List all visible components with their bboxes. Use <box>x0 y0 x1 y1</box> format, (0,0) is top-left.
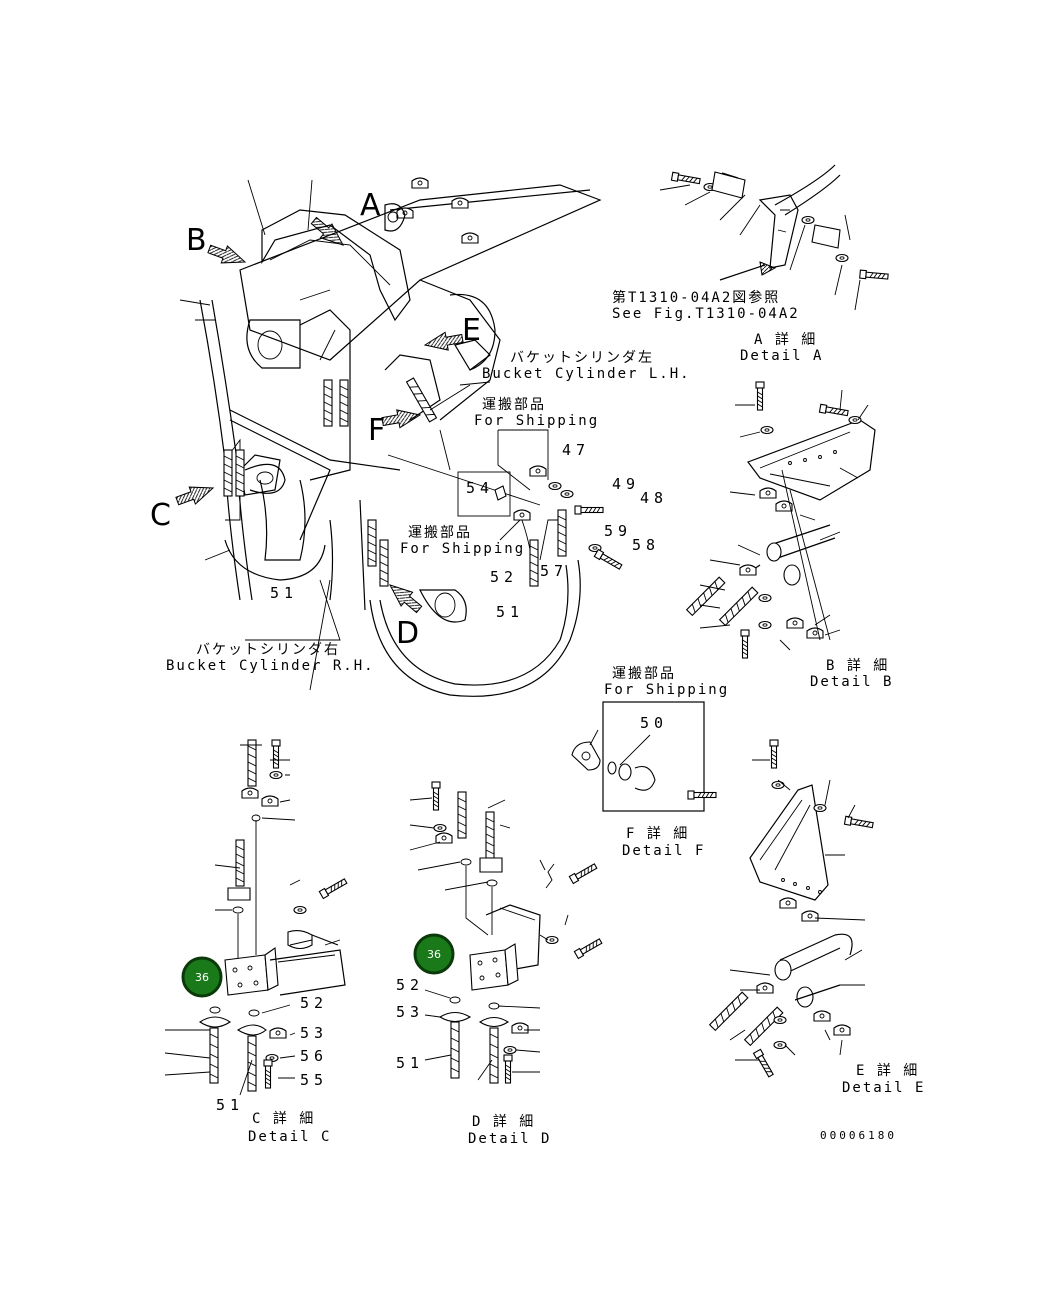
view-arrow-a <box>307 213 350 253</box>
view-arrow-c <box>173 479 217 510</box>
part-54: 54 <box>466 479 494 497</box>
detail-b-title-jp: B 詳 細 <box>826 658 889 674</box>
part-49: 49 <box>612 475 640 493</box>
part-52-main: 52 <box>490 568 518 586</box>
part-51-main-l: 51 <box>270 584 298 602</box>
detail-f-box <box>602 701 705 812</box>
view-label-f: F <box>368 413 385 448</box>
item-marker-36-c[interactable]: 36 <box>181 956 223 998</box>
part-59: 59 <box>604 522 632 540</box>
part-58: 58 <box>632 536 660 554</box>
detail-f-drawing <box>571 729 717 800</box>
shipping-label-en-1: For Shipping <box>474 413 599 429</box>
detail-e-title-jp: E 詳 細 <box>856 1063 919 1079</box>
view-label-c: C <box>150 498 171 533</box>
main-assembly <box>179 177 624 697</box>
part-55: 55 <box>300 1071 328 1089</box>
shipping-label-en-2: For Shipping <box>400 541 525 557</box>
view-label-d: D <box>396 616 419 651</box>
see-fig-jp: 第T1310-04A2図参照 <box>612 289 780 306</box>
part-52-c: 52 <box>300 994 328 1012</box>
detail-e-drawing <box>709 739 874 1079</box>
detail-f-title-jp: F 詳 細 <box>626 826 689 842</box>
item-marker-36-d-label: 36 <box>427 948 441 961</box>
bucket-cylinder-lh-jp: バケットシリンダ左 <box>510 350 654 366</box>
view-label-a: A <box>360 188 381 223</box>
detail-d-title-en: Detail D <box>468 1131 551 1147</box>
detail-a-drawing <box>659 164 889 311</box>
view-arrow-f <box>380 405 423 431</box>
part-47: 47 <box>562 441 590 459</box>
see-fig-en: See Fig.T1310-04A2 <box>612 306 800 322</box>
item-marker-36-d[interactable]: 36 <box>413 933 455 975</box>
part-51-main-r: 51 <box>496 603 524 621</box>
part-51-c: 51 <box>216 1096 244 1114</box>
part-52-d: 52 <box>396 976 424 994</box>
detail-a-title-jp: A 詳 細 <box>754 332 817 348</box>
part-53-c: 53 <box>300 1024 328 1042</box>
part-56: 56 <box>300 1047 328 1065</box>
view-arrow-d <box>383 577 426 617</box>
detail-b-title-en: Detail B <box>810 674 893 690</box>
drawing-code: 00006180 <box>820 1129 897 1142</box>
detail-e-title-en: Detail E <box>842 1080 925 1096</box>
detail-c-drawing <box>164 739 349 1096</box>
detail-a-title-en: Detail A <box>740 348 823 364</box>
shipping-label-jp-3: 運搬部品 <box>612 666 676 682</box>
part-54-box <box>457 471 511 517</box>
bucket-cylinder-rh-jp: バケットシリンダ右 <box>196 642 340 658</box>
part-51-d: 51 <box>396 1054 424 1072</box>
part-50: 50 <box>640 714 668 732</box>
detail-b-drawing <box>686 381 876 659</box>
detail-c-title-jp: C 詳 細 <box>252 1111 315 1127</box>
shipping-label-en-3: For Shipping <box>604 682 729 698</box>
bucket-cylinder-rh-en: Bucket Cylinder R.H. <box>166 658 375 674</box>
view-label-e: E <box>462 313 481 348</box>
detail-d-title-jp: D 詳 細 <box>472 1114 535 1130</box>
part-48: 48 <box>640 489 668 507</box>
shipping-label-jp-1: 運搬部品 <box>482 397 546 413</box>
item-marker-36-c-label: 36 <box>195 971 209 984</box>
detail-f-title-en: Detail F <box>622 843 705 859</box>
detail-c-title-en: Detail C <box>248 1129 331 1145</box>
bucket-cylinder-lh-en: Bucket Cylinder L.H. <box>482 366 691 382</box>
detail-d-drawing <box>409 781 604 1084</box>
part-57: 57 <box>540 562 568 580</box>
shipping-label-jp-2: 運搬部品 <box>408 525 472 541</box>
view-label-b: B <box>186 223 207 258</box>
view-arrow-b <box>205 240 249 271</box>
part-53-d: 53 <box>396 1003 424 1021</box>
